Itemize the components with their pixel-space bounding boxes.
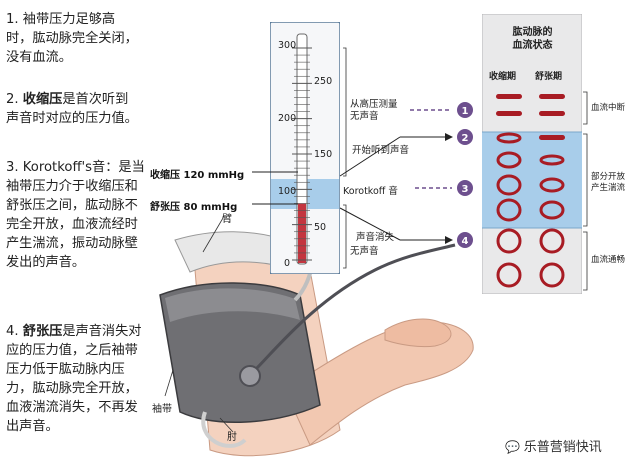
- label-elbow: 肘: [227, 432, 237, 443]
- label-cuff: 袖带: [152, 404, 172, 415]
- svg-text:3: 3: [462, 184, 469, 195]
- artery-open: [496, 228, 565, 288]
- step-markers: 1 2 3 4: [457, 102, 473, 248]
- artery-panel-title: 肱动脉的血流状态: [512, 27, 553, 51]
- artery-partial: [496, 132, 565, 222]
- keyword-diastolic: 舒张压: [22, 324, 63, 339]
- svg-text:4: 4: [462, 236, 469, 247]
- scale-label-200: 200: [278, 113, 297, 124]
- svg-text:2: 2: [462, 133, 469, 144]
- diastolic-label: 舒张压 80 mmHg: [150, 202, 238, 213]
- scale-label-100: 100: [278, 186, 297, 197]
- column-systole: 收缩期: [489, 72, 517, 82]
- annotation-korotkoff: Korotkoff 音: [343, 186, 398, 197]
- note-4-diastolic: 4. 舒张压是声音消失对应的压力值，之后袖带压力低于肱动脉内压力，肱动脉完全开放…: [6, 324, 142, 434]
- tube-lower: [201, 411, 247, 448]
- hand: [384, 318, 452, 348]
- mercury-manometer: [270, 22, 340, 274]
- marker-4: 4: [457, 232, 473, 248]
- manometer-ticks: [292, 47, 312, 261]
- stage-blocked: 血流中断: [591, 103, 626, 113]
- marker-2: 2: [457, 129, 473, 145]
- stage-open: 血流通畅: [591, 255, 626, 265]
- svg-text:1: 1: [462, 106, 469, 117]
- note-2-systolic: 2. 收缩压是首次听到声音时对应的压力值。: [6, 92, 138, 126]
- scale-label-150: 150: [314, 149, 333, 160]
- stethoscope-icon: [239, 365, 261, 387]
- chat-bubble-icon: 💬: [505, 440, 524, 454]
- watermark: 💬 乐普营销快讯: [505, 440, 602, 455]
- stage-partial: 部分开放产生湍流: [591, 172, 626, 193]
- annotation-sound-gone: 声音消失: [356, 232, 395, 243]
- column-diastole: 舒张期: [535, 72, 563, 82]
- label-arm: 臂: [222, 214, 232, 225]
- annotation-high-pressure: 从高压测量无声音: [350, 99, 398, 122]
- scale-label-50: 50: [314, 222, 327, 233]
- mercury-column: [298, 203, 306, 263]
- marker-1: 1: [457, 102, 473, 118]
- artery-panel: [482, 14, 582, 294]
- artery-blocked: [496, 94, 565, 116]
- cuff-shape: [159, 282, 321, 423]
- scale-label-300: 300: [278, 40, 297, 51]
- marker-3: 3: [457, 180, 473, 196]
- scale-label-0: 0: [284, 258, 291, 269]
- forearm: [284, 321, 474, 446]
- note-1-cuff-closed: 1. 袖带压力足够高时，肱动脉完全关闭，没有血流。: [6, 12, 138, 65]
- arm-cuff-illustration: [159, 200, 474, 457]
- artery-turbulent-band: [482, 132, 582, 228]
- note-3-korotkoff: 3. Korotkoff's音：是当袖带压力介于收缩压和舒张压之间，肱动脉不完全…: [6, 160, 145, 270]
- annotation-no-sound-bottom: 无声音: [350, 246, 379, 257]
- scale-label-250: 250: [314, 76, 333, 87]
- stethoscope-tube: [253, 243, 456, 372]
- keyword-systolic: 收缩压: [22, 92, 63, 107]
- annotation-first-sound: 开始听到声音: [352, 145, 410, 156]
- systolic-label: 收缩压 120 mmHg: [150, 170, 245, 181]
